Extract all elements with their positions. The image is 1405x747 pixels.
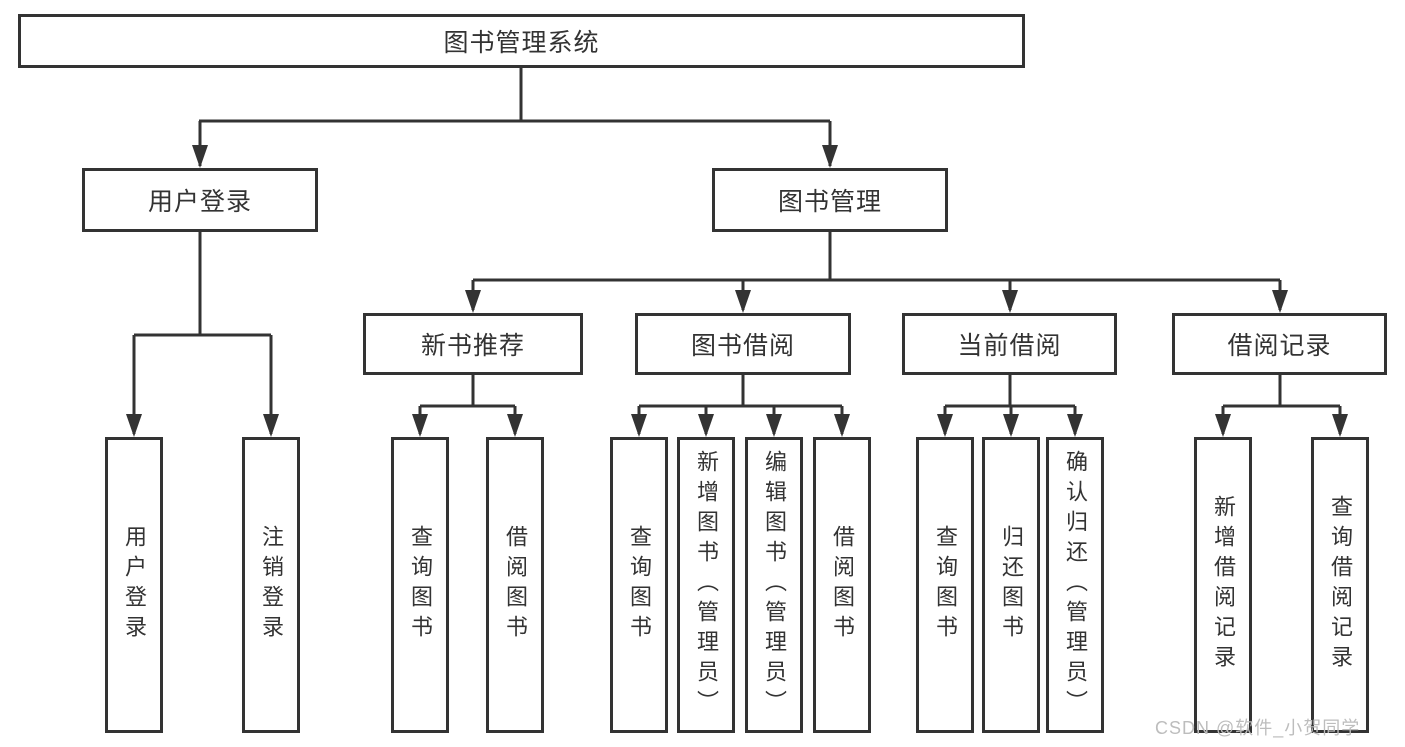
watermark: CSDN @软件_小贺同学 bbox=[1155, 718, 1361, 738]
node-label: 新增图书（管理员） bbox=[694, 450, 719, 720]
node-label: 图书管理系统 bbox=[443, 29, 600, 57]
node-label: 归还图书 bbox=[999, 525, 1024, 645]
node-label: 用户登录 bbox=[122, 525, 147, 645]
node-borrowing-borrow-books: 借阅图书 bbox=[813, 437, 871, 733]
node-borrowing-edit-books-admin: 编辑图书（管理员） bbox=[745, 437, 803, 733]
node-label: 新书推荐 bbox=[420, 332, 525, 360]
node-user-login-leaf: 用户登录 bbox=[105, 437, 163, 733]
node-library-management-system: 图书管理系统 bbox=[18, 14, 1025, 68]
node-label: 当前借阅 bbox=[957, 332, 1062, 360]
node-label: 查询借阅记录 bbox=[1328, 495, 1353, 675]
node-label: 查询图书 bbox=[627, 525, 652, 645]
node-label: 查询图书 bbox=[933, 525, 958, 645]
node-logout-leaf: 注销登录 bbox=[242, 437, 300, 733]
node-label: 查询图书 bbox=[408, 525, 433, 645]
node-label: 图书借阅 bbox=[690, 332, 795, 360]
node-label: 用户登录 bbox=[147, 188, 252, 216]
node-recommend-borrow-books: 借阅图书 bbox=[486, 437, 544, 733]
node-user-login: 用户登录 bbox=[82, 168, 318, 232]
node-label: 新增借阅记录 bbox=[1211, 495, 1236, 675]
node-book-management: 图书管理 bbox=[712, 168, 948, 232]
node-current-borrowing: 当前借阅 bbox=[902, 313, 1117, 375]
node-recommend-query-books: 查询图书 bbox=[391, 437, 449, 733]
node-current-confirm-return-admin: 确认归还（管理员） bbox=[1046, 437, 1104, 733]
node-label: 借阅图书 bbox=[503, 525, 528, 645]
node-label: 借阅记录 bbox=[1227, 332, 1332, 360]
node-records-query-record: 查询借阅记录 bbox=[1311, 437, 1369, 733]
node-label: 注销登录 bbox=[259, 525, 284, 645]
node-borrowing-query-books: 查询图书 bbox=[610, 437, 668, 733]
node-current-return-books: 归还图书 bbox=[982, 437, 1040, 733]
node-current-query-books: 查询图书 bbox=[916, 437, 974, 733]
node-label: 借阅图书 bbox=[830, 525, 855, 645]
node-borrowing-add-books-admin: 新增图书（管理员） bbox=[677, 437, 735, 733]
node-label: 编辑图书（管理员） bbox=[762, 450, 787, 720]
node-new-book-recommendation: 新书推荐 bbox=[363, 313, 583, 375]
node-borrowing-records: 借阅记录 bbox=[1172, 313, 1387, 375]
node-book-borrowing: 图书借阅 bbox=[635, 313, 851, 375]
node-records-add-record: 新增借阅记录 bbox=[1194, 437, 1252, 733]
node-label: 图书管理 bbox=[777, 188, 882, 216]
node-label: 确认归还（管理员） bbox=[1063, 450, 1088, 720]
